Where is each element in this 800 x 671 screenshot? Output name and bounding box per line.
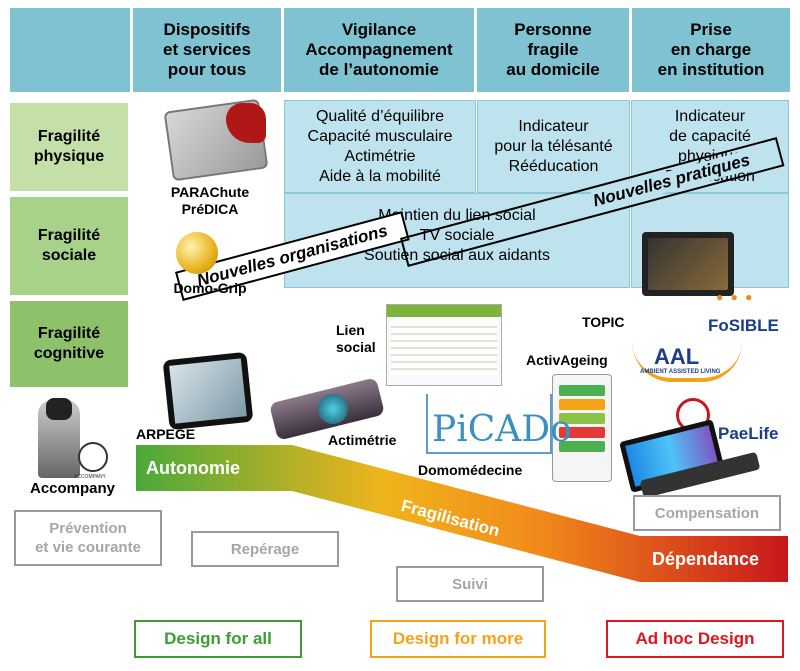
cell-social: Maintien du lien social TV sociale Souti…	[284, 193, 630, 288]
fosible-people-icon: ● ● ●	[716, 290, 755, 304]
lien-social-screenshot	[386, 304, 502, 386]
topic-screen	[648, 238, 728, 290]
stage-reperage: Repérage	[191, 531, 339, 567]
accompany-logo-text: ACCOMPANY	[74, 474, 106, 480]
label-domogrip: Domo-Grip	[173, 280, 247, 296]
header-corner	[10, 8, 130, 92]
label-picado: PiCADo	[432, 409, 572, 450]
cell-physical-home: Indicateur pour la télésanté Rééducation	[477, 100, 630, 193]
label-autonomie: Autonomie	[146, 458, 240, 478]
label-arpege: ARPEGE	[136, 426, 196, 442]
row-label-social: Fragilité sociale	[10, 197, 128, 295]
label-parachute: PARAChute PréDICA	[170, 184, 250, 217]
stage-compensation: Compensation	[633, 495, 781, 531]
gradient-band-shape	[136, 445, 788, 582]
label-fosible: FoSIBLE	[708, 316, 779, 335]
activageing-btn-4	[559, 427, 605, 438]
topic-tablet-image	[642, 232, 734, 296]
label-aal-sub: AMBIENT ASSISTED LIVING	[640, 369, 721, 375]
actimetrie-lens	[318, 394, 348, 424]
activageing-phone-image	[552, 374, 612, 482]
activageing-btn-2	[559, 399, 605, 410]
label-topic: TOPIC	[582, 314, 625, 330]
lien-social-content	[391, 321, 497, 375]
header-fragile-home: Personne fragile au domicile	[477, 8, 629, 92]
domogrip-ball-image	[176, 232, 218, 274]
label-domomedecine: Domomédecine	[418, 462, 523, 478]
accompany-robot-head	[46, 398, 72, 420]
lien-social-header	[387, 305, 501, 317]
row-label-cognitive: Fragilité cognitive	[10, 301, 128, 387]
ad-hoc-design: Ad hoc Design	[606, 620, 784, 658]
activageing-btn-1	[559, 385, 605, 396]
foot-image	[226, 103, 266, 143]
label-dependance: Dépendance	[652, 549, 760, 569]
aal-logo	[632, 342, 742, 382]
row-label-physical: Fragilité physique	[10, 103, 128, 191]
header-devices-for-all: Dispositifs et services pour tous	[133, 8, 281, 92]
picado-house-outline	[426, 394, 552, 454]
label-aal: AAL	[654, 344, 700, 369]
header-institution: Prise en charge en institution	[632, 8, 790, 92]
label-actimetrie: Actimétrie	[328, 432, 397, 448]
activageing-btn-3	[559, 413, 605, 424]
cell-physical-vigilance: Qualité d’équilibre Capacité musculaire …	[284, 100, 476, 193]
accompany-logo-icon	[78, 442, 108, 472]
label-paelife: PaeLife	[718, 424, 779, 443]
label-activageing: ActivAgeing	[526, 352, 608, 368]
stage-suivi: Suivi	[396, 566, 544, 602]
stage-prevention: Prévention et vie courante	[14, 510, 162, 566]
design-for-more: Design for more	[370, 620, 546, 658]
design-for-all: Design for all	[134, 620, 302, 658]
activageing-btn-5	[559, 441, 605, 452]
label-lien-social: Lien social	[336, 322, 376, 355]
header-vigilance: Vigilance Accompagnement de l’autonomie	[284, 8, 474, 92]
label-accompany: Accompany	[30, 480, 116, 497]
